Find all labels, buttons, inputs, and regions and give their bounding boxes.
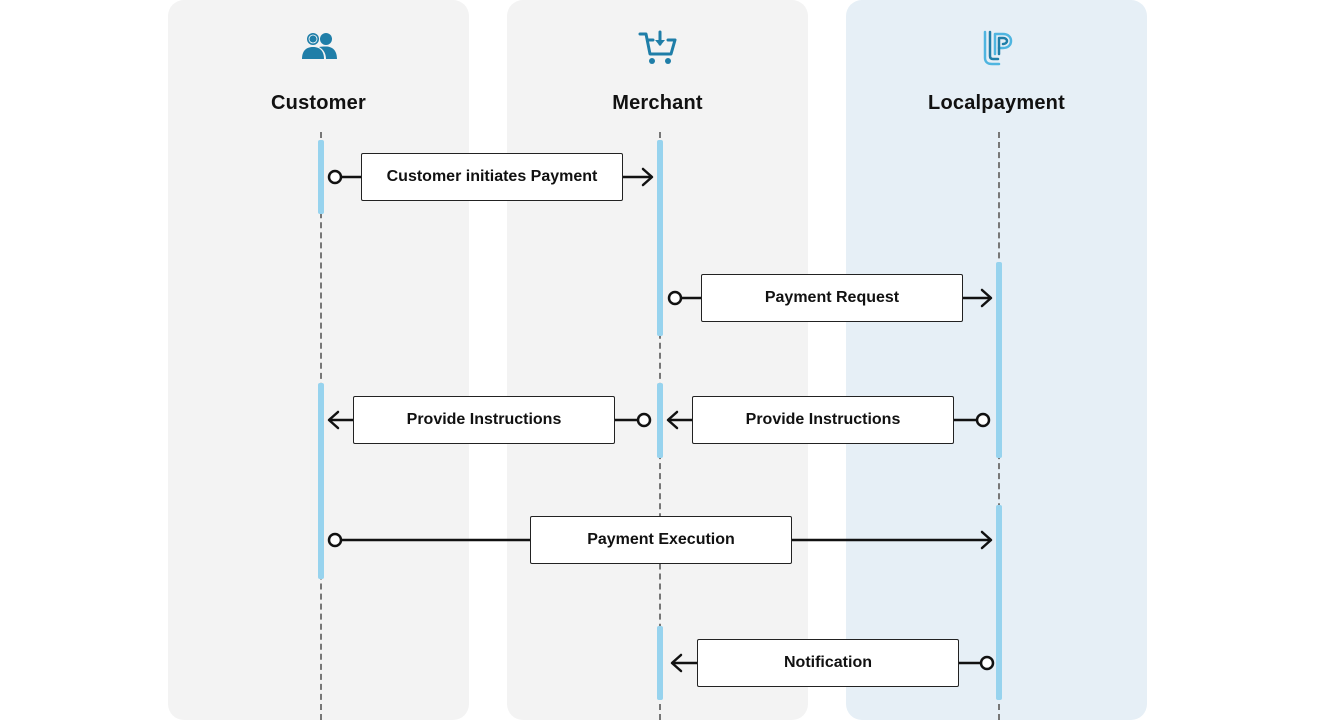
activation-bar — [657, 383, 663, 458]
message-provide-instructions-merchant: Provide Instructions — [353, 396, 615, 444]
activation-bar — [657, 140, 663, 336]
message-notification: Notification — [697, 639, 959, 687]
message-payment-request: Payment Request — [701, 274, 963, 322]
lane-title-customer: Customer — [271, 92, 366, 114]
users-icon — [299, 28, 339, 68]
localpayment-logo-icon — [977, 28, 1017, 68]
message-payment-execution: Payment Execution — [530, 516, 792, 564]
lane-customer: Customer — [168, 0, 469, 720]
shopping-cart-icon — [638, 28, 678, 68]
activation-bar — [657, 626, 663, 700]
activation-bar — [318, 140, 324, 214]
message-provide-instructions-lp: Provide Instructions — [692, 396, 954, 444]
lane-merchant: Merchant — [507, 0, 808, 720]
activation-bar — [996, 505, 1002, 700]
activation-bar — [996, 262, 1002, 458]
activation-bar — [318, 383, 324, 579]
lane-title-localpayment: Localpayment — [928, 92, 1065, 114]
message-customer-initiates-payment: Customer initiates Payment — [361, 153, 623, 201]
lane-title-merchant: Merchant — [612, 92, 703, 114]
